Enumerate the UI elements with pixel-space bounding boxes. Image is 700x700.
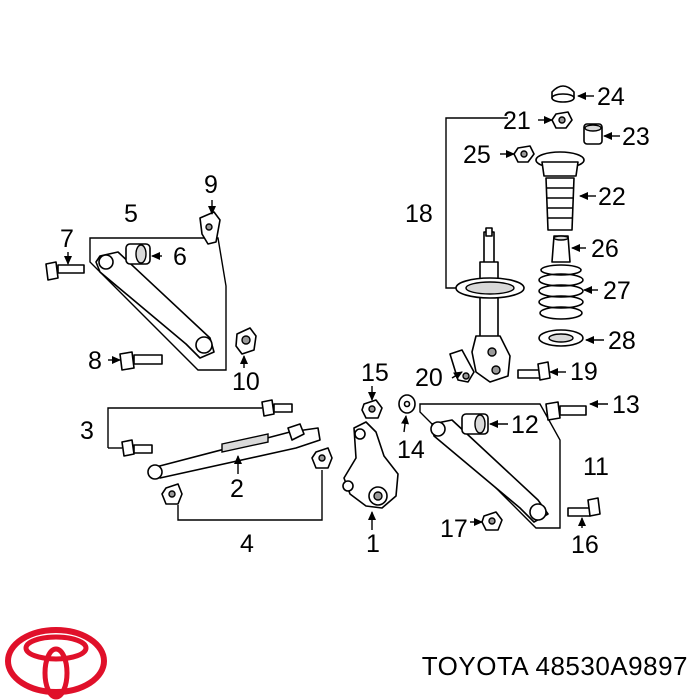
callout-15: 15 — [361, 359, 389, 387]
nut-15 — [361, 399, 383, 419]
strut-mount-boot-22 — [535, 151, 585, 231]
upper-arm-assembly — [45, 211, 257, 371]
nut-21 — [551, 111, 573, 129]
knuckle-assembly — [342, 394, 416, 509]
callout-9: 9 — [204, 171, 218, 199]
callout-23: 23 — [622, 123, 650, 151]
callout-18: 18 — [405, 200, 433, 228]
bolt-19 — [517, 361, 551, 381]
callout-12: 12 — [511, 411, 539, 439]
bolt-13 — [545, 401, 587, 421]
callout-3: 3 — [80, 417, 94, 445]
callout-24: 24 — [597, 83, 625, 111]
callout-19: 19 — [570, 358, 598, 386]
bumper-26 — [551, 235, 571, 263]
callout-arrows — [64, 92, 620, 530]
callout-4: 4 — [240, 530, 254, 558]
cap-24 — [551, 85, 575, 103]
callout-6: 6 — [173, 243, 187, 271]
callout-22: 22 — [598, 183, 626, 211]
bushing-6 — [125, 243, 151, 265]
bushing-12 — [461, 413, 489, 435]
callout-8: 8 — [88, 347, 102, 375]
callout-20: 20 — [415, 364, 443, 392]
callout-27: 27 — [603, 277, 631, 305]
nut-4a — [161, 483, 183, 505]
callout-2: 2 — [230, 475, 244, 503]
callout-7: 7 — [60, 225, 74, 253]
nut-17 — [481, 511, 503, 531]
rear-arm-2 — [147, 423, 321, 480]
bushing-23 — [583, 123, 603, 145]
lower-rear-arm-assembly — [107, 399, 333, 521]
callout-25: 25 — [463, 141, 491, 169]
coil-spring-27 — [538, 264, 584, 320]
strut-upper-parts — [513, 85, 603, 347]
callout-17: 17 — [440, 515, 468, 543]
toyota-logo — [5, 627, 107, 700]
bolt-3a — [261, 399, 293, 417]
callout-5: 5 — [124, 200, 138, 228]
nut-4b — [311, 447, 333, 469]
callout-21: 21 — [503, 107, 531, 135]
callout-28: 28 — [608, 327, 636, 355]
callout-labels: 1 2 3 4 5 6 7 8 9 10 11 12 13 14 15 16 1… — [60, 83, 650, 559]
nut-25 — [513, 145, 535, 163]
bracket-9 — [199, 211, 221, 245]
callout-10: 10 — [232, 368, 260, 396]
steering-knuckle — [342, 421, 399, 509]
washer-14 — [398, 394, 416, 414]
upper-arm — [95, 251, 215, 359]
brand-name: TOYOTA — [421, 651, 528, 681]
bolt-8 — [119, 351, 163, 371]
part-number-caption: TOYOTA 48530A9897 — [422, 651, 688, 682]
bolt-16 — [567, 497, 601, 517]
lower-front-arm-assembly — [419, 401, 601, 531]
spring-seat-28 — [538, 329, 584, 347]
shock-absorber-strut — [455, 227, 525, 383]
callout-1: 1 — [366, 530, 380, 558]
callout-16: 16 — [571, 531, 599, 559]
strut-assembly — [445, 117, 551, 383]
callout-13: 13 — [612, 391, 640, 419]
callout-14: 14 — [397, 436, 425, 464]
part-number: 48530A9897 — [535, 651, 688, 681]
bolt-7 — [45, 261, 85, 281]
nut-10 — [235, 327, 257, 355]
callout-26: 26 — [591, 235, 619, 263]
callout-11: 11 — [583, 453, 609, 481]
bolt-3b — [121, 439, 153, 457]
